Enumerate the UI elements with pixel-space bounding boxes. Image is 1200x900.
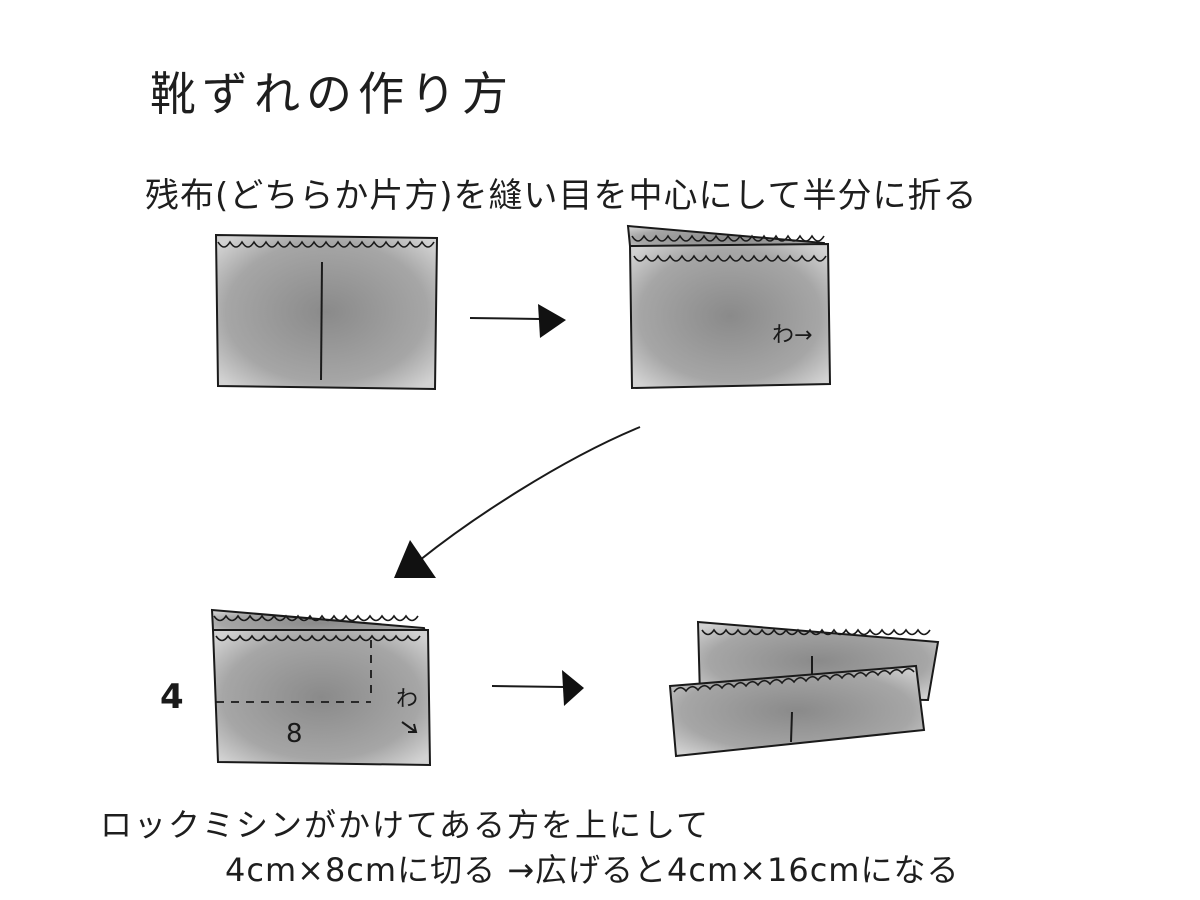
arrow-right-1 — [469, 304, 566, 338]
dimension-height-label: 4 — [160, 677, 184, 717]
fold-mark-2: わ — [396, 687, 418, 712]
arrow-right-2 — [491, 670, 584, 706]
overlock-edge-measured-front — [215, 634, 421, 642]
overlock-edge-measured-back — [213, 614, 419, 622]
strip-front — [668, 664, 926, 758]
overlock-edge-back — [631, 234, 825, 242]
step2-instruction-line1: ロックミシンがかけてある方を上にして — [100, 806, 711, 844]
strip-front-edge — [673, 667, 915, 693]
fabric-flat-body — [214, 233, 439, 391]
dimension-width-label: 8 — [286, 719, 303, 749]
fold-mark-1: わ→ — [772, 323, 812, 348]
step1-instruction: 残布(どちらか片方)を縫い目を中心にして半分に折る — [145, 176, 978, 216]
fabric-measured: 4 8 わ — [160, 608, 432, 767]
arrow-diagonal — [394, 426, 641, 578]
step2-instruction-line2: 4cm×8cmに切る →広げると4cm×16cmになる — [225, 851, 960, 889]
fabric-folded-front — [628, 242, 832, 390]
fabric-flat — [214, 233, 439, 391]
page-title: 靴ずれの作り方 — [150, 67, 514, 121]
fabric-folded: わ→ — [626, 224, 832, 390]
strip-back-edge — [701, 628, 931, 636]
cut-strips — [668, 620, 940, 758]
fold-mark-2-arrow — [401, 721, 418, 733]
fabric-measured-front — [211, 629, 432, 767]
center-seam — [320, 261, 323, 381]
overlock-edge-front — [633, 254, 827, 262]
strip-front-seam — [790, 711, 793, 743]
overlock-edge-1 — [217, 240, 435, 248]
